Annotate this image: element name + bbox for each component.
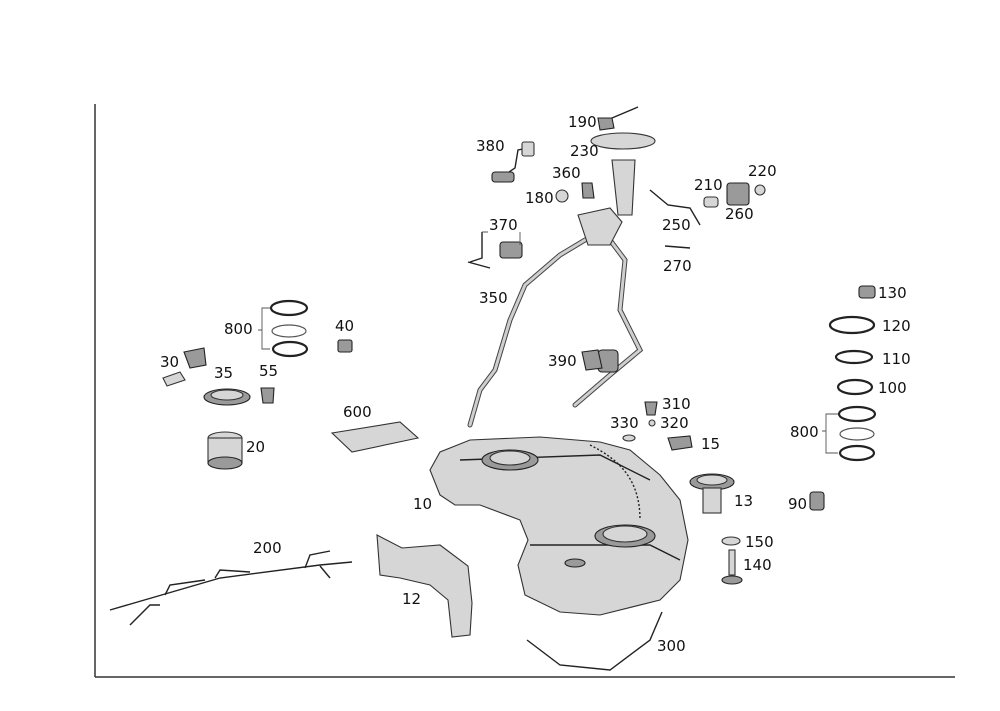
heat-shield (376, 534, 473, 638)
valve-260 (726, 182, 750, 206)
pad-600 (330, 421, 420, 453)
filler-hose-assembly (467, 159, 644, 428)
label-210: 210 (694, 176, 723, 194)
part-190 (597, 117, 615, 131)
label-140: 140 (743, 556, 772, 574)
nut-130 (858, 285, 876, 299)
seal-ring-230 (590, 132, 656, 150)
label-320: 320 (660, 414, 689, 432)
wiring-harness (109, 561, 353, 611)
label-350: 350 (479, 289, 508, 307)
label-330: 330 (610, 414, 639, 432)
label-800-left: 800 (224, 320, 253, 338)
label-150: 150 (745, 533, 774, 551)
label-30: 30 (160, 353, 179, 371)
label-20: 20 (246, 438, 265, 456)
label-190: 190 (568, 113, 597, 131)
label-380: 380 (476, 137, 505, 155)
part-190-rod (611, 106, 639, 119)
fuel-line-300 (526, 611, 663, 671)
part-90 (809, 491, 825, 511)
sensor-380 (491, 141, 535, 183)
label-120: 120 (882, 317, 911, 335)
label-40: 40 (335, 317, 354, 335)
cap-220 (754, 184, 766, 196)
label-110: 110 (882, 350, 911, 368)
label-370: 370 (489, 216, 518, 234)
fuel-tank (429, 436, 689, 616)
label-360: 360 (552, 164, 581, 182)
washer-150 (721, 536, 741, 546)
seal-set-800-left (269, 299, 309, 358)
bracket-370 (467, 232, 491, 269)
pump-flange-35 (203, 388, 251, 406)
filter-390 (581, 349, 603, 371)
sensor-370 (499, 241, 523, 259)
fuel-pump-20 (207, 431, 243, 470)
label-310: 310 (662, 395, 691, 413)
label-55: 55 (259, 362, 278, 380)
label-800-right: 800 (790, 423, 819, 441)
valve-55 (260, 387, 275, 404)
ring-110 (834, 349, 874, 365)
label-100: 100 (878, 379, 907, 397)
label-90: 90 (788, 495, 807, 513)
part-330 (622, 434, 636, 442)
bracket-30 (162, 347, 207, 387)
label-260: 260 (725, 205, 754, 223)
connector-15 (667, 435, 693, 451)
label-300: 300 (657, 637, 686, 655)
seal-set-800-right (837, 405, 877, 462)
connector-210 (703, 196, 719, 208)
bolt-140 (721, 549, 743, 585)
label-12: 12 (402, 590, 421, 608)
label-230: 230 (570, 142, 599, 160)
part-320 (648, 419, 656, 427)
label-180: 180 (525, 189, 554, 207)
label-130: 130 (878, 284, 907, 302)
label-35: 35 (214, 364, 233, 382)
label-390: 390 (548, 352, 577, 370)
label-600: 600 (343, 403, 372, 421)
part-310 (644, 401, 658, 416)
pump-module-13 (689, 473, 735, 514)
part-360 (581, 182, 595, 199)
label-200: 200 (253, 539, 282, 557)
part-40 (337, 339, 353, 353)
ring-120 (828, 315, 876, 335)
seal-100 (836, 378, 874, 396)
label-13: 13 (734, 492, 753, 510)
label-220: 220 (748, 162, 777, 180)
label-15: 15 (701, 435, 720, 453)
harness-branches (129, 550, 331, 626)
label-270: 270 (663, 257, 692, 275)
label-250: 250 (662, 216, 691, 234)
bracket-370-leader (482, 231, 521, 245)
bracket-800-left (258, 307, 270, 350)
vent-line-250 (649, 189, 701, 226)
part-180 (555, 189, 569, 203)
label-10: 10 (413, 495, 432, 513)
bracket-800-right (822, 413, 838, 454)
clip-270 (664, 245, 691, 249)
